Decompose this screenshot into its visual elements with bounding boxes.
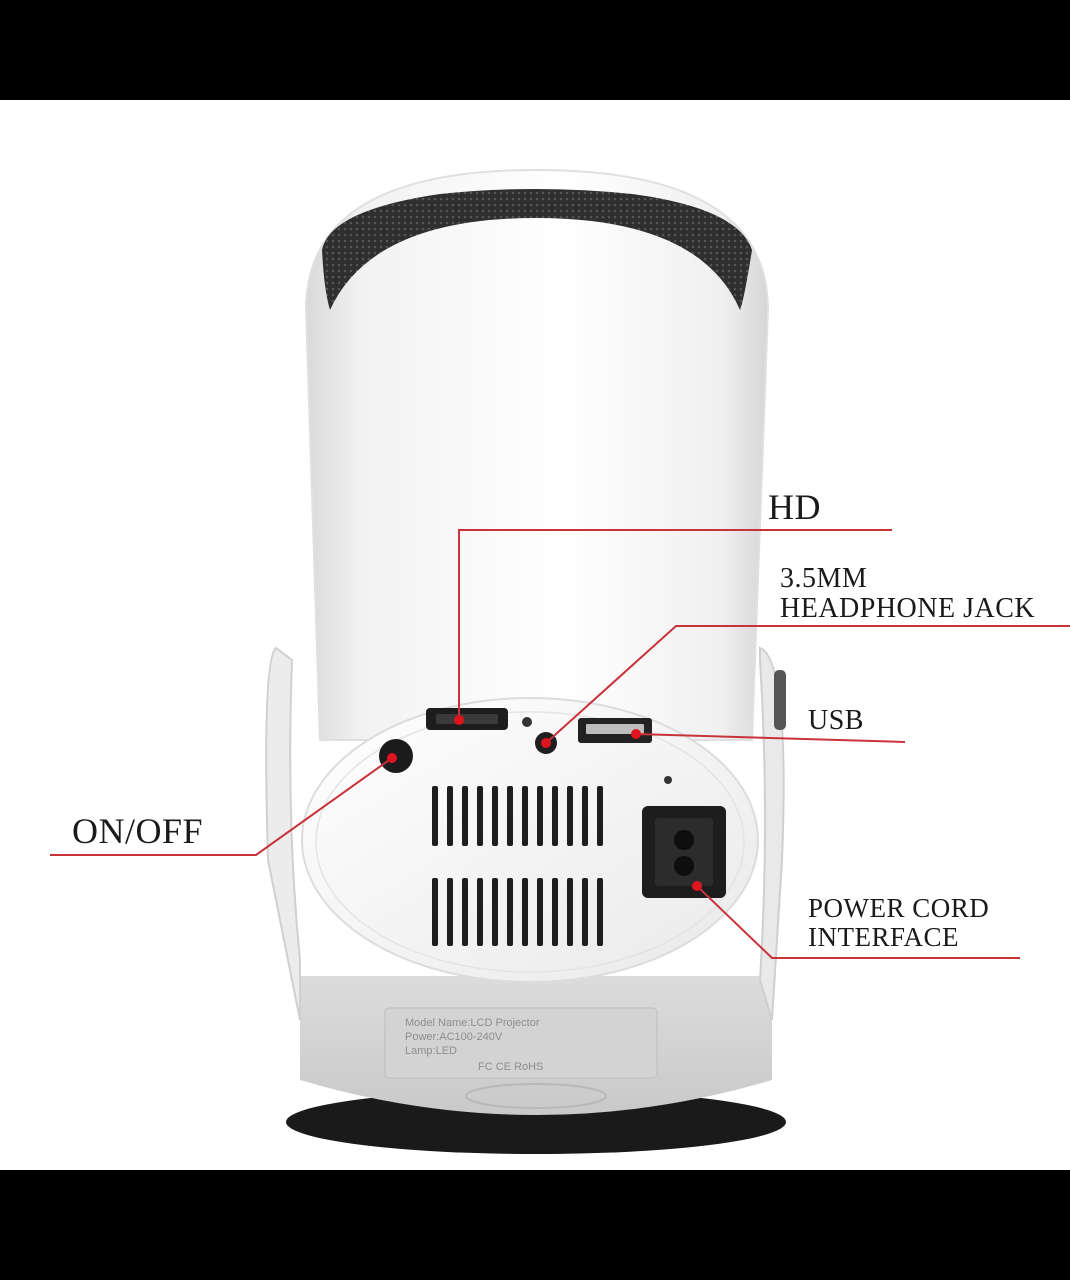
vent-slat	[492, 786, 498, 846]
vent-slat	[477, 786, 483, 846]
label-power: POWER CORD INTERFACE	[808, 893, 990, 953]
label-headphone-line2: HEADPHONE JACK	[780, 593, 1036, 625]
product-photo: Model Name:LCD Projector Power:AC100-240…	[0, 100, 1070, 1170]
vent-slat	[522, 878, 528, 946]
vent-slat	[477, 878, 483, 946]
vent-lower	[432, 878, 603, 946]
label-onoff: ON/OFF	[72, 811, 204, 851]
projector-illustration: Model Name:LCD Projector Power:AC100-240…	[50, 168, 1070, 1154]
label-power-line1: POWER CORD	[808, 893, 990, 923]
dot-headphone	[541, 738, 551, 748]
vent-slat	[462, 878, 468, 946]
label-headphone: 3.5MM HEADPHONE JACK	[780, 563, 1036, 625]
dot-onoff	[387, 753, 397, 763]
vent-slat	[582, 786, 588, 846]
label-headphone-line1: 3.5MM	[780, 563, 868, 594]
vent-slat	[492, 878, 498, 946]
sticker-line2: Power:AC100-240V	[405, 1031, 503, 1043]
vent-slat	[432, 786, 438, 846]
vent-slat	[432, 878, 438, 946]
vent-slat	[597, 786, 603, 846]
stand-arm-left	[265, 646, 301, 1021]
dot-usb	[631, 729, 641, 739]
speaker-grille	[322, 189, 752, 310]
leader-usb	[635, 733, 906, 743]
vent-slat	[552, 786, 558, 846]
label-hd: HD	[768, 487, 821, 527]
sticker-line1: Model Name:LCD Projector	[405, 1017, 540, 1029]
vent-slat	[597, 878, 603, 946]
vent-slat	[567, 786, 573, 846]
vent-slat	[507, 786, 513, 846]
vent-slat	[522, 786, 528, 846]
projector-body	[304, 168, 770, 741]
vent-slat	[537, 786, 543, 846]
leader-onoff	[50, 757, 393, 856]
vent-slat	[447, 878, 453, 946]
vent-slat	[537, 878, 543, 946]
base-shadow	[286, 1090, 786, 1154]
vent-slat	[552, 878, 558, 946]
vent-slat	[582, 878, 588, 946]
label-usb: USB	[808, 705, 864, 736]
leader-power	[696, 885, 1020, 959]
sticker-marks: FC CE RoHS	[478, 1061, 543, 1073]
vent-slat	[507, 878, 513, 946]
vent-slat	[447, 786, 453, 846]
vent-upper	[432, 786, 603, 846]
leader-headphone	[545, 625, 1070, 744]
ir-sensor	[522, 717, 532, 727]
leader-hd	[458, 529, 892, 720]
sticker-line3: Lamp:LED	[405, 1045, 457, 1057]
dot-hd	[454, 715, 464, 725]
label-power-line2: INTERFACE	[808, 922, 959, 953]
vent-slat	[567, 878, 573, 946]
vent-slat	[462, 786, 468, 846]
rear-panel	[301, 697, 759, 983]
dot-power	[692, 881, 702, 891]
spec-sticker	[384, 1007, 658, 1079]
